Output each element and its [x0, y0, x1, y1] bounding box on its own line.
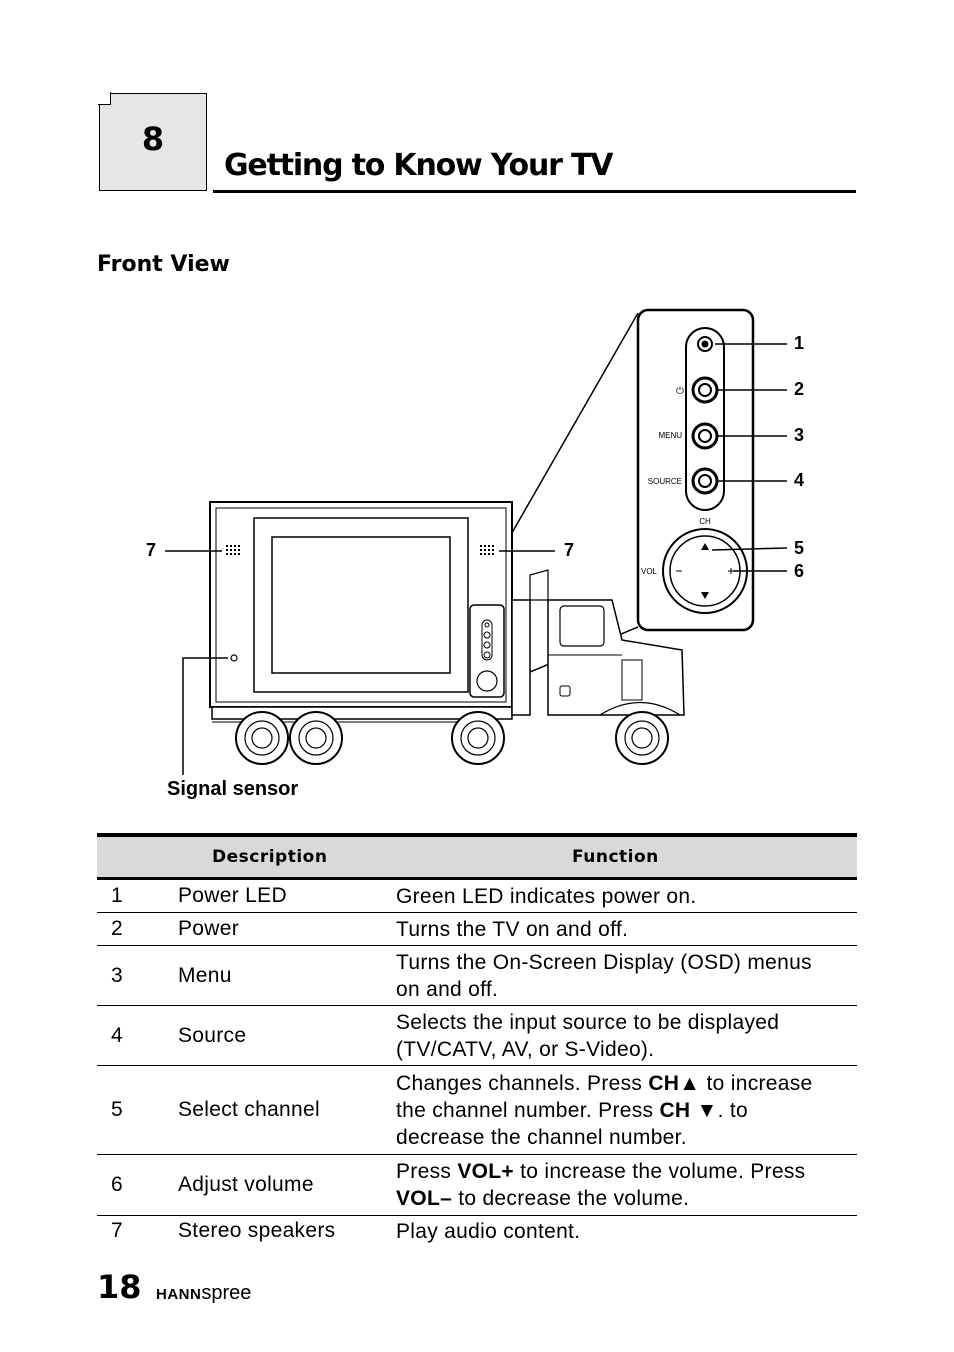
row-number: 3 — [111, 963, 123, 987]
tv-body — [209, 501, 513, 708]
ch-bold: CH — [659, 1098, 691, 1122]
chapter-number: 8 — [141, 120, 165, 158]
chapter-box-notch — [98, 92, 111, 105]
tv-side-control-panel — [469, 604, 505, 698]
vol-plus-bold: VOL+ — [457, 1160, 514, 1183]
tv-front-view-illustration: ⏻ MENU SOURCE CH VOL — [165, 308, 788, 775]
brand-bold: HANN — [156, 1286, 202, 1303]
callout-3: 3 — [794, 425, 805, 445]
row-function: Play audio content. — [396, 1219, 581, 1243]
callout-4: 4 — [794, 470, 805, 490]
row-function: Green LED indicates power on. — [396, 884, 697, 908]
callout-6: 6 — [794, 561, 805, 581]
menu-panel-label: MENU — [658, 431, 682, 440]
row-number: 2 — [111, 917, 123, 940]
row-number: 1 — [111, 884, 123, 907]
ch-bold: CH — [648, 1071, 680, 1095]
chapter-box: 8 — [98, 92, 207, 191]
vol-panel-label: VOL — [641, 567, 658, 576]
page-title: Getting to Know Your TV — [224, 148, 613, 183]
row-function: Selects the input source to be displayed… — [396, 1010, 780, 1061]
row-description: Power — [178, 917, 240, 940]
row-function: Turns the On-Screen Display (OSD) menus … — [396, 950, 812, 1001]
func-text: Press — [396, 1160, 458, 1183]
func-text: to increase the volume. Press — [513, 1160, 806, 1183]
func-text: Changes channels. Press — [396, 1071, 649, 1095]
left-speaker-grille — [226, 545, 240, 555]
row-description: Stereo speakers — [178, 1219, 336, 1242]
header-function: Function — [572, 847, 659, 867]
brand-logo: HANNspree — [156, 1282, 251, 1305]
row-number: 7 — [111, 1219, 123, 1242]
signal-sensor-label: Signal sensor — [167, 778, 299, 800]
table-header: Description Function — [97, 833, 857, 880]
row-number: 5 — [111, 1098, 123, 1121]
down-arrow-icon: ▼ — [696, 1098, 718, 1122]
table-row: 1 Power LED Green LED indicates power on… — [97, 880, 857, 913]
callout-7-right: 7 — [564, 540, 575, 560]
signal-sensor-icon — [230, 654, 238, 662]
row-function: Changes channels. Press CH▲ to increase … — [396, 1066, 836, 1154]
table-row: 7 Stereo speakers Play audio content. — [97, 1216, 857, 1246]
page-number: 18 — [97, 1268, 142, 1306]
row-number: 4 — [111, 1023, 123, 1047]
callout-2: 2 — [794, 379, 805, 399]
tv-screen — [271, 536, 451, 674]
row-description: Menu — [178, 963, 232, 987]
row-description: Source — [178, 1023, 247, 1047]
power-symbol-label: ⏻ — [676, 386, 684, 397]
vol-minus-bold: VOL– — [396, 1187, 453, 1210]
source-panel-label: SOURCE — [648, 477, 682, 486]
row-description: Power LED — [178, 884, 287, 907]
ch-panel-label: CH — [699, 517, 711, 526]
row-function: Turns the TV on and off. — [396, 917, 629, 941]
tv-screen-frame — [253, 517, 469, 693]
title-underline — [213, 190, 856, 193]
row-number: 6 — [111, 1173, 123, 1196]
row-function: Press VOL+ to increase the volume. Press… — [396, 1155, 836, 1215]
header-description: Description — [212, 847, 328, 867]
table-row: 3 Menu Turns the On-Screen Display (OSD)… — [97, 946, 857, 1006]
truck-cab-icon — [511, 569, 685, 716]
table-row: 6 Adjust volume Press VOL+ to increase t… — [97, 1155, 857, 1216]
up-arrow-icon: ▲ — [679, 1071, 701, 1095]
truck-wheels-icon — [235, 711, 669, 765]
callout-7-left: 7 — [146, 540, 157, 560]
row-description: Select channel — [178, 1098, 320, 1121]
table-row: 5 Select channel Changes channels. Press… — [97, 1066, 857, 1155]
table-row: 2 Power Turns the TV on and off. — [97, 913, 857, 946]
func-text: to decrease the volume. — [452, 1187, 690, 1210]
callout-1: 1 — [794, 333, 805, 353]
brand-rest: spree — [201, 1282, 252, 1304]
control-panel-zoom — [636, 308, 755, 632]
func-text: to increase the channel number. Press — [396, 1071, 813, 1122]
section-heading: Front View — [97, 252, 230, 277]
power-led-icon — [697, 336, 713, 352]
row-description: Adjust volume — [178, 1173, 314, 1196]
callout-5: 5 — [794, 538, 805, 558]
func-text: . to decrease the channel number. — [396, 1098, 749, 1149]
controls-table: Description Function 1 Power LED Green L… — [97, 833, 857, 1246]
right-speaker-grille — [480, 545, 494, 555]
table-row: 4 Source Selects the input source to be … — [97, 1006, 857, 1066]
